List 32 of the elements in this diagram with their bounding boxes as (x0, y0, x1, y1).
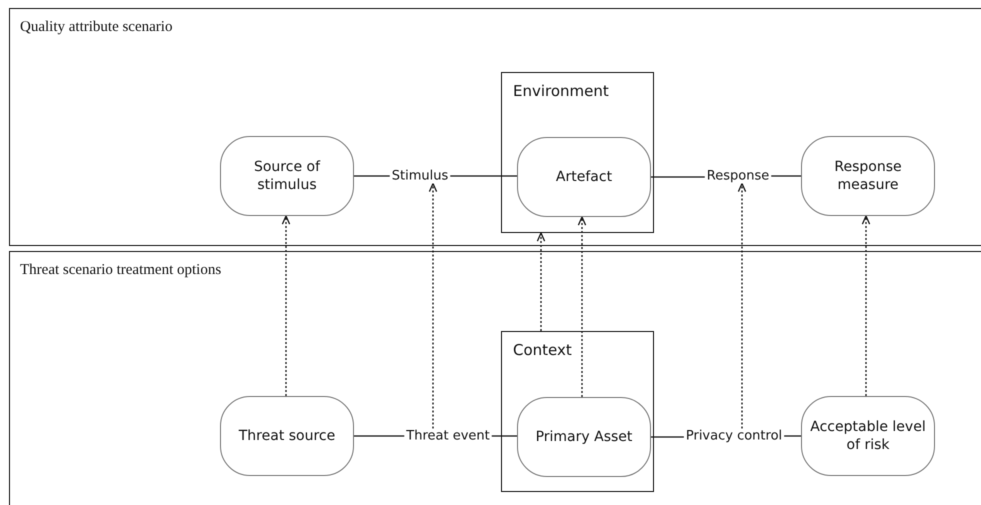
connector-line (651, 436, 684, 438)
rounded-box: Primary Asset (517, 397, 651, 477)
frame-heading: Context (513, 341, 572, 359)
rounded-box: Source of stimulus (220, 136, 354, 216)
section-panel (9, 8, 981, 246)
connector-line (771, 175, 801, 177)
connector-line (354, 175, 390, 177)
dotted-arrow (738, 182, 746, 428)
connector-line (784, 435, 801, 437)
connector-line (354, 435, 404, 437)
dotted-arrow (428, 182, 438, 428)
edge-label: Stimulus (390, 168, 450, 184)
edge-label: Privacy control (684, 428, 784, 444)
frame-heading: Environment (513, 82, 609, 100)
rounded-box: Artefact (517, 137, 651, 217)
section-title: Threat scenario treatment options (20, 262, 222, 279)
dotted-arrow (536, 232, 546, 331)
edge-label: Threat event (404, 428, 492, 444)
connector-line (651, 176, 705, 178)
dotted-arrow (578, 216, 586, 397)
connector-line (450, 175, 517, 177)
section-title: Quality attribute scenario (20, 19, 172, 36)
section-panel (9, 251, 981, 505)
edge-label: Response (704, 168, 772, 184)
connector-line (492, 435, 517, 437)
container-frame (501, 331, 654, 492)
rounded-box: Response measure (801, 136, 935, 216)
dotted-arrow (282, 215, 290, 396)
rounded-box: Threat source (220, 396, 354, 476)
rounded-box: Acceptable level of risk (801, 396, 935, 476)
dotted-arrow (862, 215, 870, 396)
container-frame (501, 72, 654, 233)
